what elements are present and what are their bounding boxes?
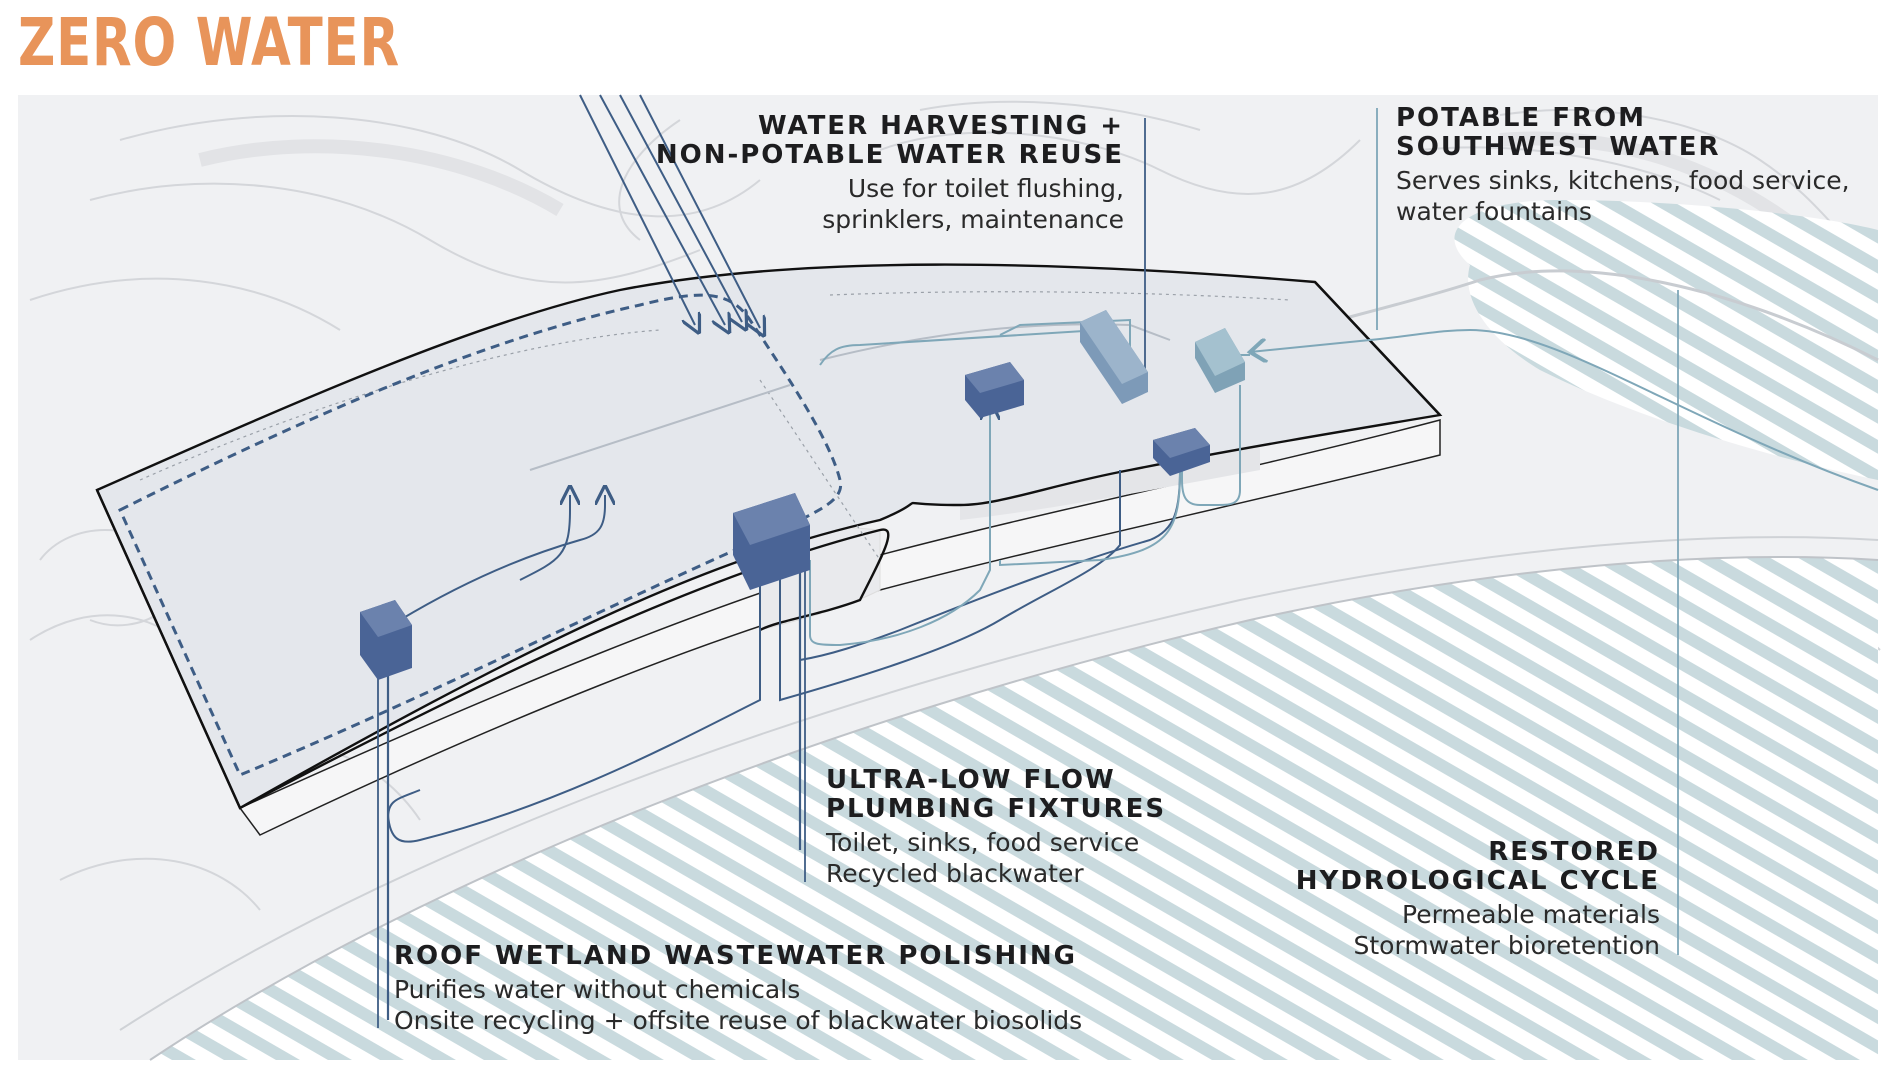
- callout-potable-water: POTABLE FROM SOUTHWEST WATER Serves sink…: [1396, 104, 1850, 227]
- callout-hydrological-cycle: RESTORED HYDROLOGICAL CYCLE Permeable ma…: [1296, 838, 1660, 961]
- stormwater-hatch-areas: [119, 200, 1879, 1061]
- potable-pipes: [809, 318, 1879, 647]
- callout-water-harvesting: WATER HARVESTING + NON-POTABLE WATER REU…: [656, 112, 1124, 235]
- potable-meter-block: [1195, 328, 1245, 393]
- equipment-blocks: [360, 310, 1245, 680]
- fixtures-body-line-2: Recycled blackwater: [826, 859, 1084, 888]
- tall-tank-block: [1080, 310, 1148, 404]
- potable-heading-line-1: POTABLE FROM: [1396, 103, 1646, 133]
- page-title: ZERO WATER: [18, 4, 400, 81]
- potable-body-line-1: Serves sinks, kitchens, food service,: [1396, 166, 1850, 195]
- callout-roof-wetland: ROOF WETLAND WASTEWATER POLISHING Purifi…: [394, 942, 1082, 1036]
- hydrological-body-line-2: Stormwater bioretention: [1353, 931, 1660, 960]
- callout-plumbing-fixtures: ULTRA-LOW FLOW PLUMBING FIXTURES Toilet,…: [826, 766, 1166, 889]
- hydrological-heading-line-1: RESTORED: [1488, 837, 1660, 867]
- hydrological-body-line-1: Permeable materials: [1402, 900, 1660, 929]
- rainwater-lines: [579, 94, 760, 328]
- harvesting-heading-line-1: WATER HARVESTING +: [757, 111, 1124, 141]
- hydrological-heading-line-2: HYDROLOGICAL CYCLE: [1295, 866, 1660, 896]
- treatment-block-b: [1153, 428, 1210, 476]
- wetland-body-line-1: Purifies water without chemicals: [394, 975, 801, 1004]
- leader-lines: [377, 108, 1679, 1028]
- cistern-block: [733, 493, 810, 590]
- potable-body-line-2: water fountains: [1396, 197, 1592, 226]
- harvesting-body-line-1: Use for toilet flushing,: [847, 174, 1124, 203]
- fixtures-body-line-1: Toilet, sinks, food service: [826, 828, 1140, 857]
- wetland-body-line-2: Onsite recycling + offsite reuse of blac…: [394, 1006, 1083, 1035]
- roof-wetland-boundary: [118, 293, 843, 777]
- wetland-heading-line-1: ROOF WETLAND WASTEWATER POLISHING: [394, 941, 1077, 971]
- fixtures-heading-line-1: ULTRA-LOW FLOW: [826, 765, 1116, 795]
- wetland-tank-block: [360, 600, 412, 680]
- harvesting-body-line-2: sprinklers, maintenance: [822, 205, 1124, 234]
- wastewater-pipes: [386, 469, 1181, 1020]
- harvesting-heading-line-2: NON-POTABLE WATER REUSE: [655, 140, 1124, 170]
- fixtures-heading-line-2: PLUMBING FIXTURES: [826, 794, 1167, 824]
- potable-heading-line-2: SOUTHWEST WATER: [1396, 132, 1721, 162]
- treatment-block-a: [965, 362, 1024, 418]
